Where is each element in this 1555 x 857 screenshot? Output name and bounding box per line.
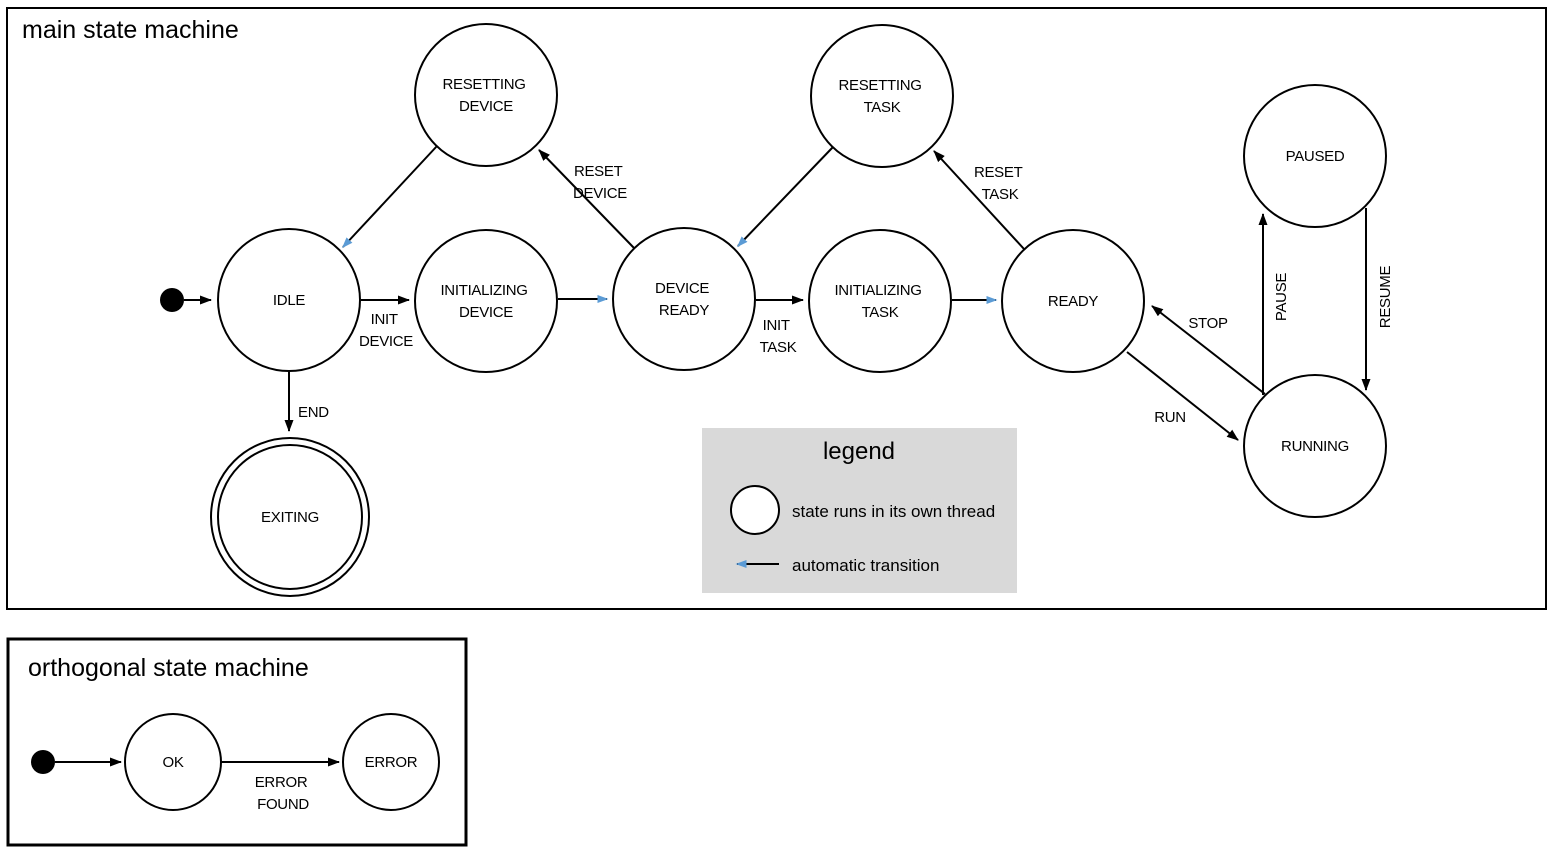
transition-resetting-task-to-device-ready-automatic [736,146,834,248]
state-initializing-device-label: INITIALIZING DEVICE [440,282,531,321]
state-paused-label: PAUSED [1286,148,1345,165]
state-exiting [217,444,363,590]
transition-init-device-label: INIT DEVICE [359,311,413,350]
main-state-machine-frame [6,7,1547,610]
orthogonal-state-machine-title: orthogonal state machine [28,654,309,682]
transition-error-found-label: ERROR FOUND [255,774,312,813]
state-idle [217,228,361,372]
transition-reset-task-label: RESET TASK [974,164,1026,203]
state-error-label: ERROR [365,754,418,771]
state-ready-label: READY [1048,293,1098,310]
state-error [342,713,440,811]
main-state-machine-title: main state machine [22,16,239,44]
transition-init-task-label: INIT TASK [760,317,797,356]
transition-run-label: RUN [1154,409,1186,426]
state-initializing-task-label: INITIALIZING TASK [834,282,925,321]
state-device-ready [612,227,756,371]
transition-running-to-ready [1151,305,1266,395]
state-running [1243,374,1387,518]
state-ready [1001,229,1145,373]
state-device-ready-label: DEVICE READY [655,280,713,319]
state-initializing-device [414,229,558,373]
orthogonal-initial-state-dot [31,750,55,774]
orthogonal-state-machine-frame [6,637,468,847]
transition-end-label: END [298,404,329,421]
state-initializing-task [808,229,952,373]
transition-pause-label: PAUSE [1273,273,1290,322]
state-idle-label: IDLE [273,292,305,309]
state-resetting-device [414,23,558,167]
state-exiting-label: EXITING [261,509,319,526]
legend-title: legend [823,438,895,465]
legend-thread-state-label: state runs in its own thread [792,502,995,521]
transition-resume-label: RESUME [1377,266,1394,329]
state-resetting-task [810,24,954,168]
state-paused [1243,84,1387,228]
state-ok-label: OK [162,754,183,771]
state-resetting-task-label: RESETTING TASK [838,77,925,116]
initial-state-dot [160,288,184,312]
transition-ready-to-resetting-task [933,150,1025,250]
transition-ready-to-running [1126,351,1239,441]
transition-stop-label: STOP [1188,315,1228,332]
transition-device-ready-to-resetting-device [538,149,635,249]
transition-resetting-device-to-idle-automatic [341,145,438,249]
legend-thread-state-icon [730,485,780,535]
state-running-label: RUNNING [1281,438,1349,455]
transition-reset-device-label: RESET DEVICE [573,163,627,202]
state-resetting-device-label: RESETTING DEVICE [442,76,529,115]
legend-automatic-transition-label: automatic transition [792,556,939,575]
